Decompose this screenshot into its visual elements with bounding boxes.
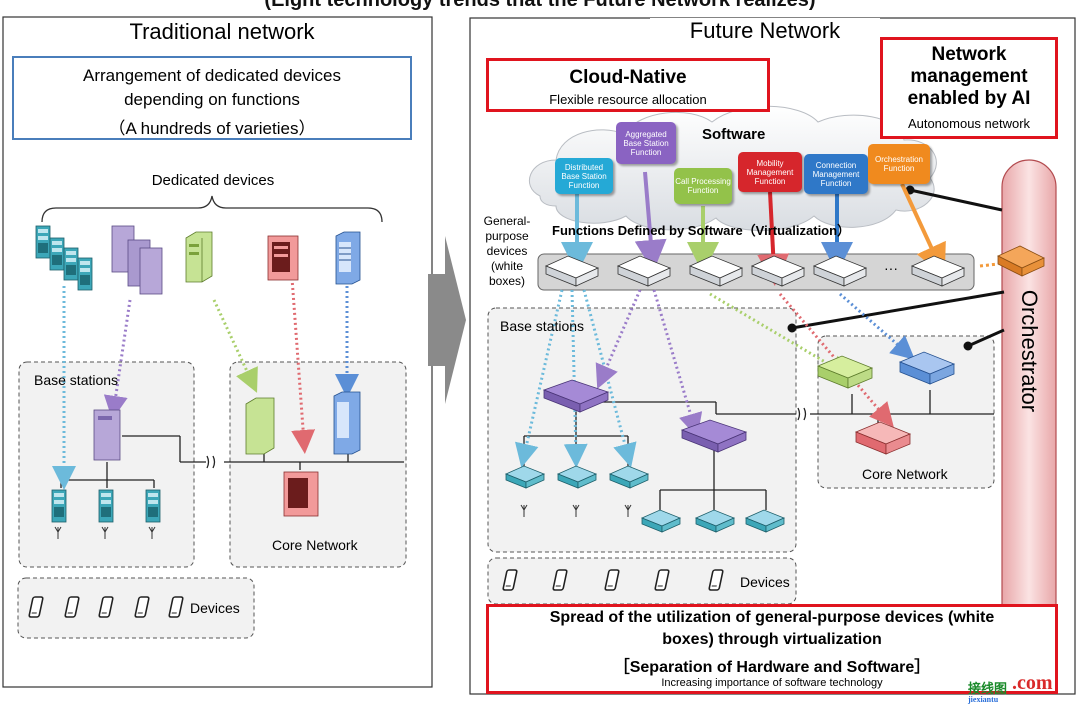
cloud-native-title: Cloud-Native (569, 67, 687, 88)
red-device (267, 235, 299, 281)
blue-device (335, 231, 361, 285)
left-aggregated-device (93, 409, 121, 461)
function-aggregated-base-station: Aggregated Base Station Function (616, 122, 676, 164)
function-distributed-base-station: Distributed Base Station Function (555, 158, 613, 194)
left-core-devices (245, 391, 361, 517)
left-network-lines (60, 435, 404, 488)
summary-line-2: boxes) through virtualization (662, 631, 882, 648)
left-arrow-call (212, 299, 258, 393)
left-base-stations-label: Base stations (34, 372, 119, 388)
gp-line-3: devices (486, 244, 528, 258)
right-devices-label: Devices (740, 574, 790, 590)
right-panel-title: Future Network (650, 18, 880, 44)
ai-management-box: Network management enabled by AI Autonom… (880, 37, 1058, 139)
right-core-devices (816, 351, 956, 455)
right-core-network-label: Core Network (862, 466, 948, 482)
right-network-lines (523, 390, 994, 510)
dedicated-devices-label: Dedicated devices (151, 172, 275, 189)
watermark-cn: 接线图 (968, 681, 1008, 696)
ai-line-1: Network (931, 44, 1007, 65)
function-mobility-management: Mobility Management Function (738, 152, 802, 192)
left-description-line-3: （A hundreds of varieties） (108, 119, 316, 138)
left-devices-label: Devices (190, 600, 240, 616)
bottom-summary-box: Spread of the utilization of general-pur… (486, 604, 1058, 694)
green-device (185, 231, 213, 283)
function-connection-management: Connection Management Function (804, 154, 868, 194)
summary-line-3: ［Separation of Hardware and Software］ (613, 659, 931, 676)
arrow-aggregated-down (634, 171, 667, 272)
deploy-arrows (514, 289, 916, 468)
ai-line-2: management (910, 66, 1028, 87)
left-arrow-aggregated (103, 299, 132, 420)
functions-defined-label: Functions Defined by Software（Virtualiza… (552, 223, 851, 238)
dedicated-brace (41, 195, 383, 223)
summary-line-1: Spread of the utilization of general-pur… (549, 609, 995, 626)
purple-device-group (111, 225, 163, 295)
shelf-ellipsis: ··· (884, 260, 898, 276)
gp-line-5: boxes) (488, 274, 526, 288)
orchestrator-links (787, 185, 1005, 351)
transition-arrow (428, 236, 466, 404)
header-partial-title: (Eight technology trends that the Future… (264, 0, 816, 11)
right-base-stations-label: Base stations (500, 318, 585, 334)
function-orchestration: Orchestration Function (868, 144, 930, 184)
summary-subtitle: Increasing importance of software techno… (661, 677, 883, 689)
orchestrator-label: Orchestrator (1017, 289, 1042, 413)
cloud-native-box: Cloud-Native Flexible resource allocatio… (486, 58, 770, 112)
right-base-stations-box (487, 307, 797, 553)
left-description-box: Arrangement of dedicated devices dependi… (12, 56, 412, 140)
watermark-com: .com (1012, 672, 1053, 694)
left-panel-title: Traditional network (96, 19, 348, 45)
cloud-native-subtitle: Flexible resource allocation (549, 92, 707, 107)
function-call-processing: Call Processing Function (674, 168, 732, 204)
left-core-network-label: Core Network (272, 537, 358, 553)
arrow-orchestration-down (900, 183, 946, 277)
gp-line-2: purpose (485, 229, 529, 243)
ai-subtitle: Autonomous network (907, 116, 1031, 131)
watermark-small: jiexiantu (968, 695, 999, 704)
general-purpose-label: General- purpose devices (white boxes) (476, 214, 538, 289)
left-description-line-1: Arrangement of dedicated devices (83, 66, 341, 85)
left-description-line-2: depending on functions (124, 90, 300, 109)
gp-line-1: General- (483, 214, 531, 228)
orchestrator-device (997, 245, 1045, 277)
software-label: Software (702, 126, 766, 143)
right-distributed-boxes (504, 465, 786, 533)
ai-line-3: enabled by AI (907, 88, 1031, 109)
right-aggregated-boxes (542, 379, 748, 453)
gp-line-4: (white (490, 259, 523, 273)
